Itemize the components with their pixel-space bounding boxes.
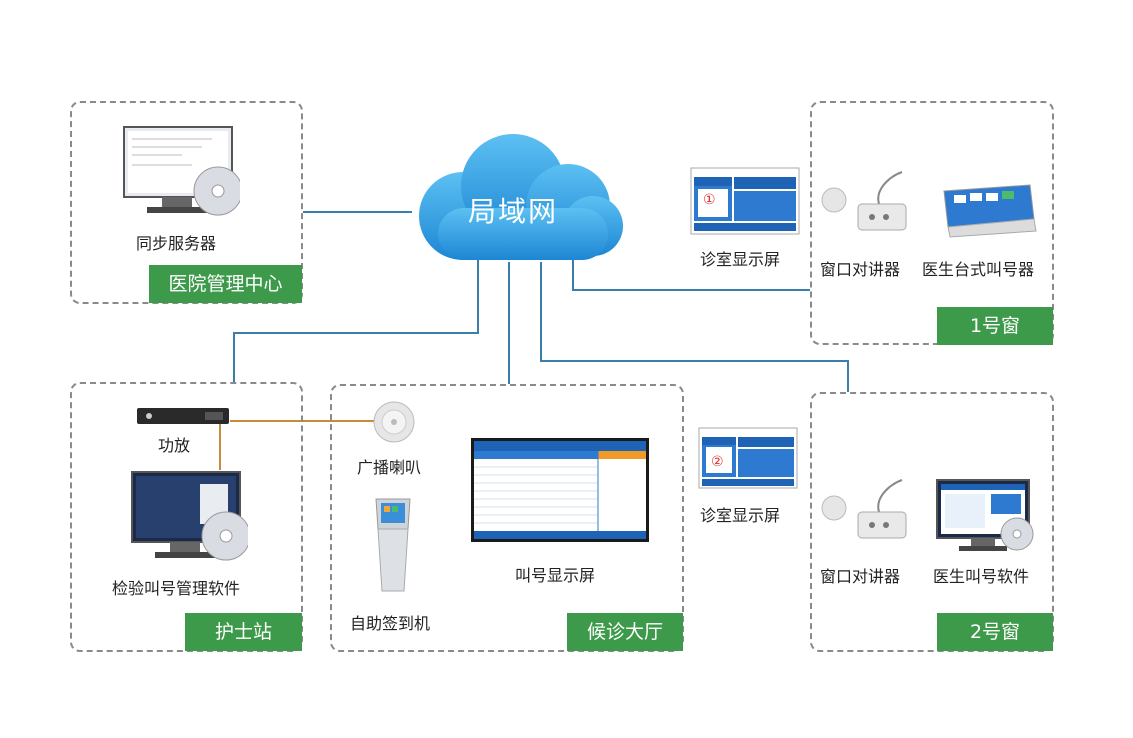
group-hospital xyxy=(70,101,303,304)
call-screen-label: 叫号显示屏 xyxy=(515,566,596,585)
speaker-label: 广播喇叭 xyxy=(357,458,422,477)
amp-label: 功放 xyxy=(158,436,191,455)
hall-tag: 候诊大厅 xyxy=(567,613,683,651)
intercom-1-icon xyxy=(821,171,907,231)
window2-tag: 2号窗 xyxy=(937,613,1053,651)
call-display-icon xyxy=(471,438,649,542)
server-monitor-icon xyxy=(123,126,240,216)
network-label: 局域网 xyxy=(467,195,558,228)
software-monitor-icon xyxy=(131,471,248,561)
kiosk-label: 自助签到机 xyxy=(350,614,431,633)
badge-2: ② xyxy=(711,454,724,470)
room-display-1-icon xyxy=(690,167,800,235)
intercom-1-label: 窗口对讲器 xyxy=(820,260,901,279)
group-hall xyxy=(330,384,684,652)
lab-software-label: 检验叫号管理软件 xyxy=(112,579,241,598)
amplifier-icon xyxy=(137,408,229,424)
group-window2 xyxy=(810,392,1054,652)
group-nurse xyxy=(70,382,303,652)
cloud-icon xyxy=(419,134,623,260)
group-window1 xyxy=(810,101,1054,345)
nurse-tag: 护士站 xyxy=(185,613,302,651)
desk-caller-icon xyxy=(943,184,1037,238)
speaker-icon xyxy=(373,401,415,443)
sync-server-label: 同步服务器 xyxy=(136,234,217,253)
kiosk-icon xyxy=(375,498,411,592)
intercom-2-icon xyxy=(821,479,907,539)
intercom-2-label: 窗口对讲器 xyxy=(820,567,901,586)
badge-1: ① xyxy=(703,192,716,208)
room-display-2-icon xyxy=(698,427,798,489)
hospital-tag: 医院管理中心 xyxy=(149,265,302,303)
doctor-software-label: 医生叫号软件 xyxy=(933,567,1030,586)
window1-tag: 1号窗 xyxy=(937,307,1053,345)
room-display-2-label: 诊室显示屏 xyxy=(700,506,781,525)
room-display-1-label: 诊室显示屏 xyxy=(700,250,781,269)
desk-caller-label: 医生台式叫号器 xyxy=(922,260,1035,279)
doctor-software-monitor-icon xyxy=(936,479,1034,551)
